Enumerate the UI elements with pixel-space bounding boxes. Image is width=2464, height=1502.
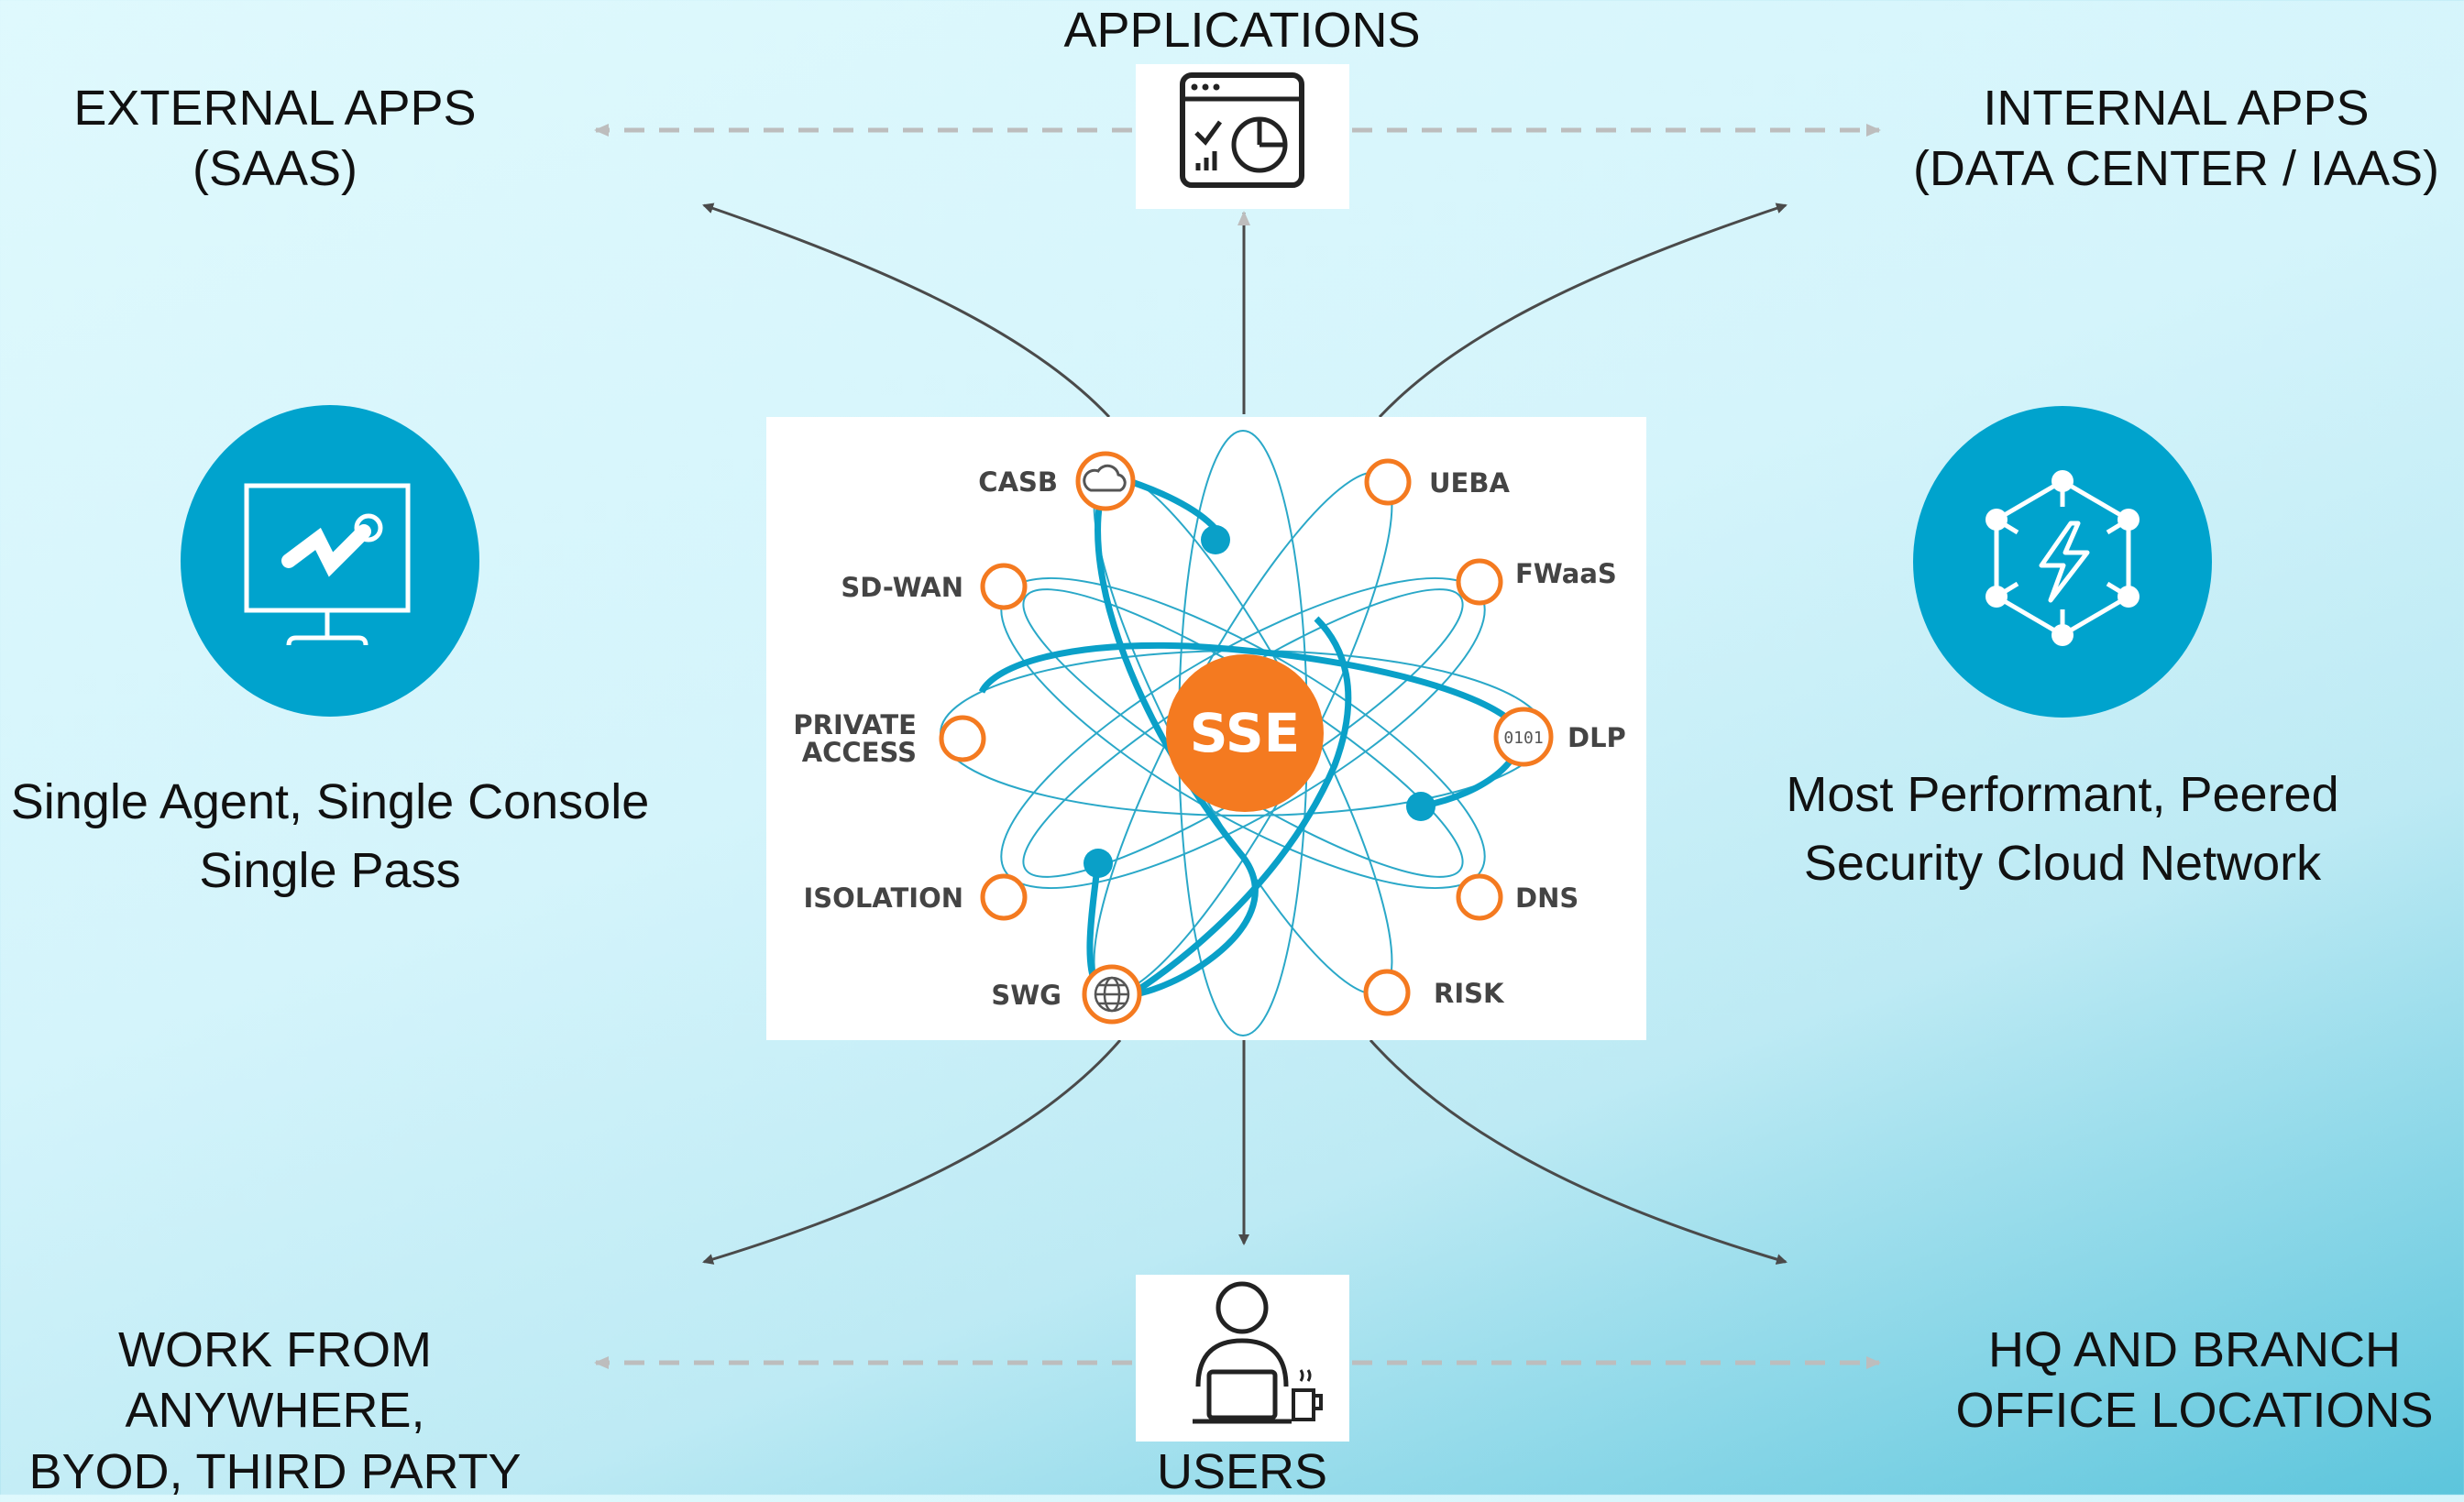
- sse-core-label: SSE: [1190, 702, 1301, 764]
- applications-label: APPLICATIONS: [1063, 3, 1421, 58]
- monitor-analytics-icon: [244, 483, 411, 646]
- fwaas-label: FWaaS: [1515, 558, 1617, 589]
- dns-label: DNS: [1515, 883, 1578, 914]
- user-laptop-icon: [1193, 1281, 1323, 1424]
- orbit-dot: [1201, 525, 1230, 554]
- orbit-dot: [1084, 849, 1113, 878]
- users-icon-box: [1136, 1275, 1349, 1442]
- isolation-label: ISOLATION: [804, 883, 964, 914]
- casb-label: CASB: [978, 466, 1058, 498]
- arrow-to-external-apps: [702, 203, 1111, 419]
- arrow-to-internal-apps: [1378, 203, 1788, 419]
- orbit-dot: [1406, 792, 1436, 821]
- risk-label: RISK: [1434, 978, 1505, 1009]
- sse-panel: SSE 0101 CASB SD-WAN PRIVATE ACCESS ISOL…: [766, 417, 1646, 1040]
- sdwan-node: [980, 563, 1028, 610]
- internal-apps-label: INTERNAL APPS (DATA CENTER / IAAS): [1912, 81, 2440, 197]
- sdwan-label: SD-WAN: [841, 572, 963, 603]
- risk-node: [1363, 969, 1411, 1016]
- dlp-label: DLP: [1568, 722, 1626, 753]
- hq-branch-label: HQ AND BRANCH OFFICE LOCATIONS: [1955, 1322, 2434, 1439]
- ueba-node: [1364, 458, 1412, 506]
- private-access-label-line2: ACCESS: [802, 737, 917, 768]
- fwaas-node: [1456, 558, 1503, 606]
- applications-icon-box: [1136, 64, 1349, 209]
- isolation-node: [980, 873, 1028, 921]
- globe-icon: [1094, 976, 1130, 1013]
- dlp-node: [1493, 707, 1554, 767]
- work-from-anywhere-label: WORK FROM ANYWHERE, BYOD, THIRD PARTY: [28, 1322, 522, 1499]
- users-label: USERS: [1156, 1444, 1328, 1499]
- sse-atom-diagram: SSE 0101 CASB SD-WAN PRIVATE ACCESS ISOL…: [793, 430, 1626, 1036]
- single-agent-caption: Single Agent, Single Console Single Pass: [10, 774, 650, 898]
- cloud-network-caption: Most Performant, Peered Security Cloud N…: [1786, 767, 2339, 891]
- swg-label: SWG: [991, 980, 1062, 1011]
- binary-data-icon: 0101: [1503, 729, 1543, 748]
- dns-node: [1456, 873, 1503, 921]
- external-apps-label: EXTERNAL APPS (SAAS): [73, 81, 477, 197]
- private-access-label-line1: PRIVATE: [793, 709, 917, 740]
- arrow-to-hq-branch: [1369, 1038, 1788, 1265]
- network-lightning-icon: [1986, 470, 2140, 646]
- private-access-node: [939, 715, 986, 762]
- dashboard-chart-icon: [1180, 72, 1304, 188]
- single-agent-circle: [181, 405, 479, 717]
- arrow-to-work-from-anywhere: [702, 1039, 1122, 1265]
- casb-node: [1075, 451, 1136, 511]
- cloud-network-circle: [1913, 406, 2212, 718]
- sse-core: [1166, 654, 1324, 812]
- cloud-icon: [1083, 464, 1127, 492]
- ueba-label: UEBA: [1429, 467, 1510, 499]
